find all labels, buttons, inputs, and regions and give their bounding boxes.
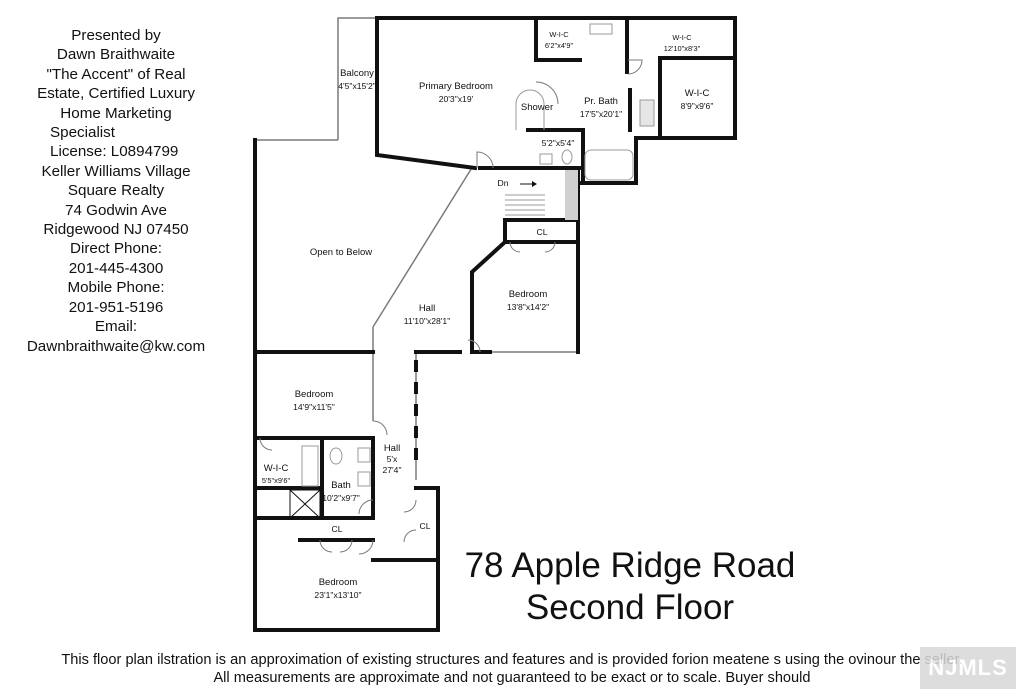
primary-suite-east-wall bbox=[578, 16, 737, 185]
bath-size: 10'2"x9'7" bbox=[322, 493, 360, 503]
bedroom2-size: 13'8"x14'2" bbox=[507, 302, 549, 312]
pr-bath-label: Pr. Bath bbox=[584, 96, 618, 107]
hall2-size-b: 27'4" bbox=[382, 465, 401, 475]
shower-label: Shower bbox=[521, 102, 553, 113]
njmls-watermark-logo: NJMLS bbox=[920, 647, 1016, 689]
wic2-label: W-I-C bbox=[672, 33, 692, 42]
bath-toilet bbox=[329, 447, 343, 465]
agent-info-line: Direct Phone: bbox=[69, 240, 162, 258]
vanity-sink-1 bbox=[589, 23, 613, 35]
primary-bedroom-door bbox=[476, 151, 494, 169]
bidet bbox=[539, 153, 553, 165]
address-line-street: 78 Apple Ridge Road bbox=[464, 546, 796, 585]
door-swings bbox=[259, 59, 643, 555]
agent-info-line: Email: bbox=[94, 318, 138, 336]
wic4-label: W-I-C bbox=[264, 463, 289, 474]
tub bbox=[584, 149, 634, 181]
wic1-size: 6'2"x4'9" bbox=[545, 41, 574, 50]
bedroom4-label: Bedroom bbox=[319, 577, 358, 588]
bath-sink-2 bbox=[357, 471, 371, 487]
address-block: 78 Apple Ridge Road Second Floor bbox=[440, 545, 820, 629]
bath-shower bbox=[289, 489, 321, 519]
address-line-floor: Second Floor bbox=[525, 588, 735, 627]
agent-info-line: Keller Williams Village bbox=[41, 162, 191, 180]
balcony-outline bbox=[337, 17, 377, 140]
stair-arrow-head bbox=[532, 181, 537, 187]
stair-shade bbox=[565, 170, 578, 220]
agent-info-line: "The Accent" of Real bbox=[46, 65, 186, 83]
agent-info-line: Dawn Braithwaite bbox=[56, 46, 176, 64]
bedroom3-door bbox=[372, 420, 388, 436]
bedroom3-label: Bedroom bbox=[295, 389, 334, 400]
pr-bath-size: 17'5"x20'1" bbox=[580, 109, 622, 119]
hall1-label: Hall bbox=[419, 303, 435, 314]
vanity-sink-2 bbox=[639, 99, 655, 127]
closet3-label: CL bbox=[420, 521, 431, 531]
stairs-label: Dn bbox=[498, 178, 509, 188]
bedroom2-door bbox=[467, 339, 481, 353]
primary-bedroom-west-wall bbox=[375, 16, 478, 171]
bath-sink-1 bbox=[357, 447, 371, 463]
wic3-size: 8'9"x9'6" bbox=[681, 101, 714, 111]
agent-info-line: Presented by bbox=[71, 27, 161, 44]
wic4-door bbox=[259, 437, 273, 451]
wic1-walls bbox=[534, 16, 582, 62]
bedroom2-label: Bedroom bbox=[509, 289, 548, 300]
wic3-label: W-I-C bbox=[685, 88, 710, 99]
hall2-size-a: 5'x bbox=[387, 454, 398, 464]
agent-info-line: Ridgewood NJ 07450 bbox=[43, 221, 189, 239]
wic1-label: W-I-C bbox=[549, 30, 569, 39]
fixtures bbox=[289, 23, 655, 519]
wc-size: 5'2"x5'4" bbox=[542, 138, 575, 148]
bath-tub bbox=[301, 445, 319, 487]
disclaimer-line-2: All measurements are approximate and not… bbox=[213, 670, 811, 686]
disclaimer-block: This floor plan ilstration is an approxi… bbox=[0, 651, 1024, 687]
agent-info-line: Dawnbraithwaite@kw.com bbox=[26, 337, 206, 355]
shower-curve bbox=[535, 81, 559, 105]
wic2-door bbox=[627, 59, 643, 75]
closet1-label: CL bbox=[537, 227, 548, 237]
agent-info-line: 201-445-4300 bbox=[68, 259, 164, 277]
primary-bedroom-size: 20'3"x19' bbox=[439, 94, 474, 104]
agent-info-line: License: L0894799 bbox=[50, 143, 179, 161]
agent-info-line: Square Realty bbox=[67, 182, 165, 200]
wic4-size: 5'5"x9'6" bbox=[262, 476, 291, 485]
bath-door bbox=[358, 499, 374, 515]
agent-info-line: Home Marketing bbox=[60, 104, 172, 122]
shower-enclosure bbox=[515, 89, 545, 130]
disclaimer-line-1: This floor plan ilstration is an approxi… bbox=[61, 652, 963, 668]
bedroom4-size: 23'1"x13'10" bbox=[314, 590, 361, 600]
closet2-label: CL bbox=[332, 524, 343, 534]
main-walls bbox=[253, 16, 737, 632]
open-to-below-label: Open to Below bbox=[310, 247, 372, 258]
closet1-doors bbox=[509, 241, 556, 253]
wic2-size: 12'10"x8'3" bbox=[664, 44, 701, 53]
open-below-diagonal-rail bbox=[372, 165, 474, 328]
bedroom2-east-wall bbox=[503, 218, 580, 354]
closet3-doors bbox=[403, 499, 417, 543]
agent-info-line: 74 Godwin Ave bbox=[65, 201, 167, 219]
stairs bbox=[505, 170, 578, 220]
hall2-label: Hall bbox=[384, 443, 400, 454]
bedroom2-west-wall bbox=[470, 218, 507, 354]
balcony-size: 4'5"x15'2" bbox=[338, 81, 376, 91]
primary-toilet bbox=[561, 149, 573, 165]
hall1-size: 11'10"x28'1" bbox=[404, 316, 451, 326]
agent-info-block: Presented by Dawn Braithwaite"The Accent"… bbox=[0, 26, 232, 356]
agent-info-line: Specialist bbox=[50, 124, 115, 142]
bath-label: Bath bbox=[331, 480, 351, 491]
bedroom4-door bbox=[358, 539, 374, 555]
closet2-doors bbox=[319, 539, 353, 553]
room-labels: Balcony 4'5"x15'2" Primary Bedroom 20'3"… bbox=[262, 30, 714, 600]
agent-info-line: 201-951-5196 bbox=[68, 298, 164, 316]
agent-info-line: Mobile Phone: bbox=[67, 279, 165, 297]
agent-info-line: Estate, Certified Luxury bbox=[37, 85, 195, 103]
bedroom3-size: 14'9"x11'5" bbox=[293, 402, 335, 412]
primary-bedroom-label: Primary Bedroom bbox=[419, 81, 493, 92]
balcony-label: Balcony bbox=[340, 68, 374, 79]
